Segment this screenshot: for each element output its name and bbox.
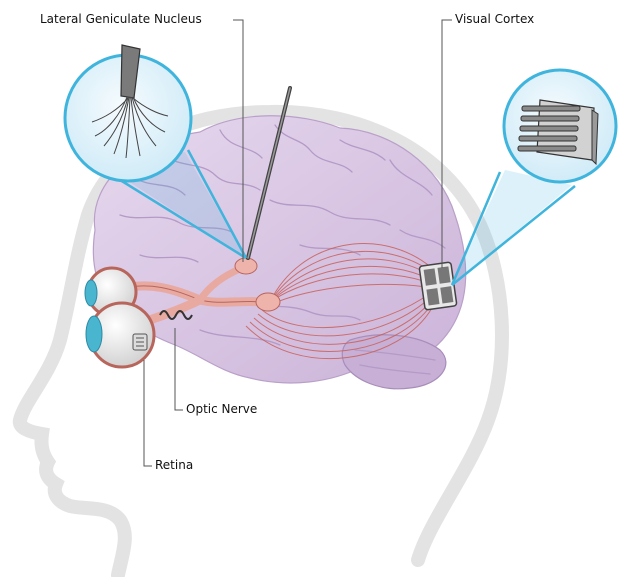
lgn-nucleus: [235, 258, 257, 274]
label-visual-cortex: Visual Cortex: [455, 12, 534, 26]
label-optic-nerve: Optic Nerve: [186, 402, 257, 416]
retinal-implant-icon: [133, 334, 147, 350]
cortical-implant-icon: [419, 262, 457, 310]
optic-chiasm: [256, 293, 280, 311]
retina-leader: [144, 360, 152, 466]
label-retina: Retina: [155, 458, 193, 472]
visual-cortex-callout: [452, 70, 616, 285]
label-lgn: Lateral Geniculate Nucleus: [40, 12, 202, 26]
